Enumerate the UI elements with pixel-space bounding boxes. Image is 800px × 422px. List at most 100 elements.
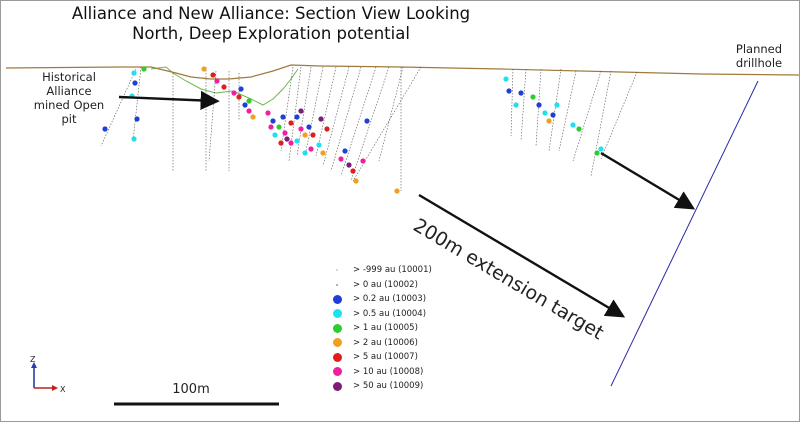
- assay-marker: [310, 132, 316, 138]
- legend-item: > 0.5 au (10004): [331, 307, 441, 322]
- assay-marker: [594, 150, 600, 156]
- legend-label: > 0 au (10002): [353, 279, 418, 290]
- topography-line: [5, 64, 799, 80]
- legend-item: > 5 au (10007): [331, 350, 441, 365]
- assay-marker: [342, 148, 348, 154]
- drillhole-trace: [305, 66, 324, 152]
- drillhole-trace: [280, 66, 294, 152]
- assay-marker: [276, 124, 282, 130]
- legend-item: > 1 au (10005): [331, 321, 441, 336]
- assay-marker: [360, 158, 366, 164]
- assay-marker: [308, 146, 314, 152]
- planned-drillhole: [610, 80, 759, 387]
- historical-line-3: mined Open: [34, 98, 104, 112]
- assay-marker: [131, 70, 137, 76]
- assay-marker: [134, 116, 140, 122]
- assay-marker: [506, 88, 512, 94]
- z-axis-label: Z: [30, 355, 36, 364]
- legend-swatch-icon: [331, 308, 343, 320]
- assay-legend: > -999 au (10001) > 0 au (10002) > 0.2 au …: [331, 263, 441, 394]
- assay-marker: [530, 94, 536, 100]
- historical-line-2: Alliance: [46, 84, 91, 98]
- assay-marker: [364, 118, 370, 124]
- legend-item: > 0.2 au (10003): [331, 292, 441, 307]
- planned-line-1: Planned: [736, 42, 782, 56]
- legend-label: > 10 au (10008): [353, 366, 424, 377]
- drillhole-trace: [288, 66, 302, 162]
- legend-label: > 0.5 au (10004): [353, 308, 427, 319]
- assay-marker: [554, 102, 560, 108]
- assay-marker: [306, 124, 312, 130]
- legend-swatch-icon: [331, 264, 343, 276]
- assay-marker: [598, 146, 604, 152]
- legend-item: > 0 au (10002): [331, 278, 441, 293]
- legend-label: > 1 au (10005): [353, 323, 418, 334]
- assay-marker: [231, 90, 237, 96]
- drillhole-trace: [352, 66, 422, 182]
- legend-item: > 2 au (10006): [331, 336, 441, 351]
- assay-marker: [518, 90, 524, 96]
- assay-marker: [246, 98, 252, 104]
- historical-line-4: pit: [61, 112, 76, 126]
- assay-marker: [272, 132, 278, 138]
- legend-label: > 5 au (10007): [353, 352, 418, 363]
- drillhole-trace: [340, 66, 377, 177]
- legend-swatch-icon: [331, 380, 343, 392]
- legend-label: > 2 au (10006): [353, 337, 418, 348]
- assay-marker: [242, 102, 248, 108]
- axes-indicator: Z X: [30, 355, 66, 394]
- drillhole-trace: [510, 68, 514, 137]
- drillhole-trace: [208, 70, 217, 162]
- assay-marker: [394, 188, 400, 194]
- drillholes: [100, 66, 638, 191]
- assay-markers: [102, 66, 604, 194]
- assay-marker: [324, 126, 330, 132]
- drillhole-trace: [330, 66, 362, 172]
- planned-drillhole-arrow: [600, 151, 696, 210]
- historical-pit-arrow: [118, 90, 220, 110]
- title-line-2: North, Deep Exploration potential: [132, 24, 410, 43]
- assay-marker: [288, 120, 294, 126]
- legend-item: > 50 au (10009): [331, 379, 441, 394]
- assay-marker: [236, 94, 242, 100]
- title-line-1: Alliance and New Alliance: Section View …: [71, 4, 471, 23]
- assay-marker: [576, 126, 582, 132]
- assay-marker: [282, 130, 288, 136]
- assay-marker: [294, 114, 300, 120]
- assay-marker: [346, 162, 352, 168]
- drillhole-trace: [590, 70, 612, 177]
- drillhole-trace: [315, 66, 337, 157]
- legend-label: > 50 au (10009): [353, 381, 424, 392]
- assay-marker: [542, 110, 548, 116]
- legend-swatch-icon: [331, 322, 343, 334]
- assay-marker: [546, 118, 552, 124]
- assay-marker: [550, 112, 556, 118]
- legend-swatch-icon: [331, 293, 343, 305]
- historical-pit-label: Historical Alliance mined Open pit: [34, 70, 104, 126]
- assay-marker: [131, 136, 137, 142]
- drillhole-trace: [535, 68, 542, 147]
- assay-marker: [298, 126, 304, 132]
- drillhole-trace: [520, 68, 527, 142]
- legend-swatch-icon: [331, 279, 343, 291]
- legend-swatch-icon: [331, 351, 343, 363]
- drillhole-trace: [548, 68, 562, 152]
- legend-swatch-icon: [331, 366, 343, 378]
- assay-marker: [250, 114, 256, 120]
- legend-label: > -999 au (10001): [353, 265, 432, 276]
- extension-target-arrow: [418, 193, 626, 318]
- historical-line-1: Historical: [42, 70, 96, 84]
- section-title: Alliance and New Alliance: Section View …: [1, 4, 541, 44]
- drillhole-trace: [378, 66, 404, 162]
- drillhole-trace: [558, 70, 577, 152]
- assay-marker: [570, 122, 576, 128]
- assay-marker: [318, 116, 324, 122]
- z-axis-arrowhead-icon: [31, 362, 37, 368]
- assay-marker: [302, 150, 308, 156]
- assay-marker: [302, 132, 308, 138]
- assay-marker: [513, 102, 519, 108]
- assay-marker: [201, 66, 207, 72]
- planned-line-2: drillhole: [736, 56, 782, 70]
